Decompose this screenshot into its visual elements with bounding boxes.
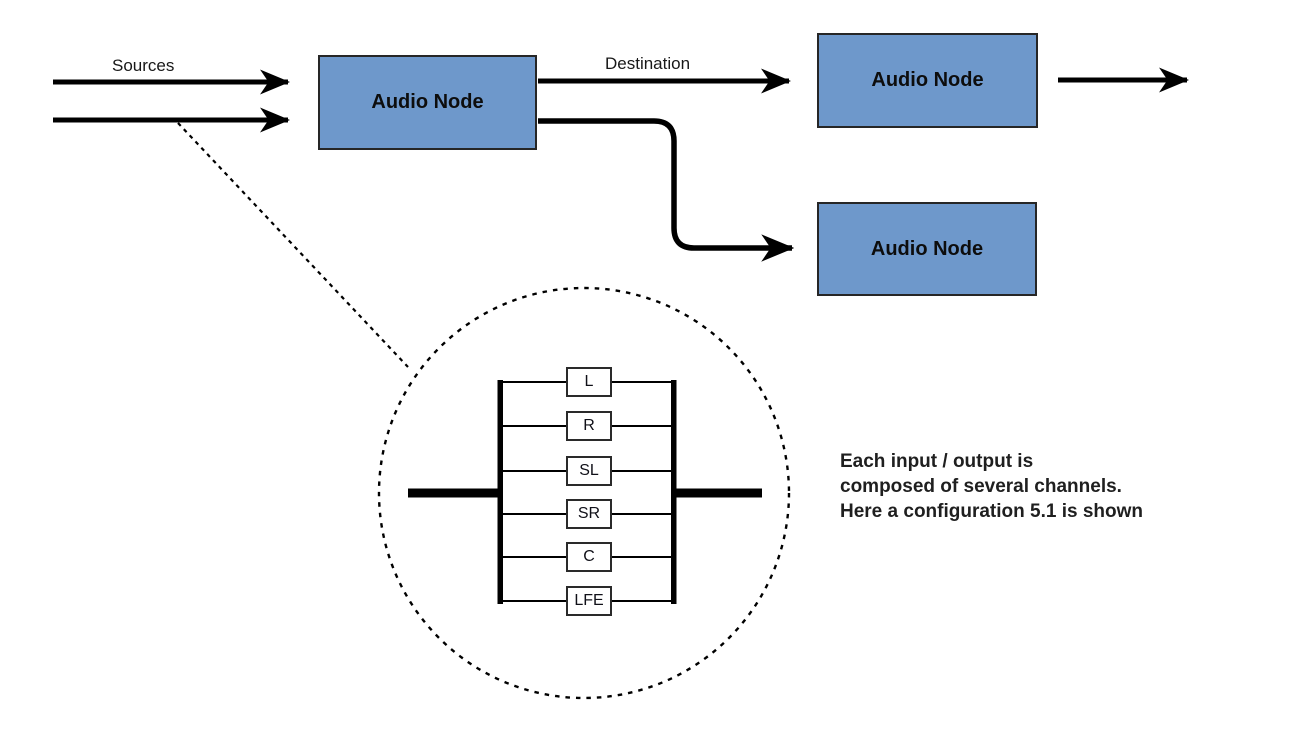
audio-node-box-source: Audio Node: [318, 55, 537, 150]
destination-label: Destination: [605, 54, 691, 73]
channel-chip-c: C: [566, 542, 612, 572]
zoom-callout-circle: [377, 286, 791, 700]
channel-chip-sl: SL: [566, 456, 612, 486]
audio-node-box-destination: Audio Node: [817, 33, 1038, 128]
branch-connector: [538, 118, 795, 262]
sources-label: Sources: [112, 56, 175, 75]
note-line-2: composed of several channels.: [840, 476, 1122, 497]
channel-chip-sr: SR: [566, 499, 612, 529]
channel-chip-l: L: [566, 367, 612, 397]
note-line-1: Each input / output is: [840, 451, 1034, 472]
channel-chip-r: R: [566, 411, 612, 441]
zoom-callout-dashed-line: [177, 122, 409, 368]
audio-node-box-branch: Audio Node: [817, 202, 1037, 296]
output-bus-bar: [671, 380, 677, 604]
input-bus-bar: [497, 380, 503, 604]
channel-chip-lfe: LFE: [566, 586, 612, 616]
note-text: Each input / output is composed of sever…: [840, 449, 1143, 524]
note-line-3: Here a configuration 5.1 is shown: [840, 501, 1144, 522]
